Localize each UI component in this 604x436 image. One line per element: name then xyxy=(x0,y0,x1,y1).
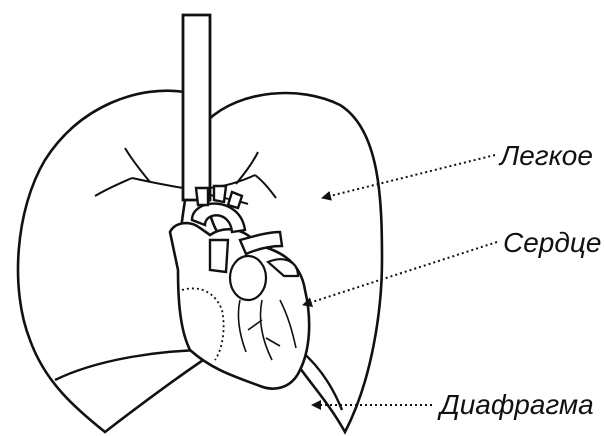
heart-label: Сердце xyxy=(503,229,601,257)
lung-label: Легкое xyxy=(500,142,593,170)
diaphragm-label: Диафрагма xyxy=(440,391,594,419)
trachea xyxy=(183,15,210,200)
